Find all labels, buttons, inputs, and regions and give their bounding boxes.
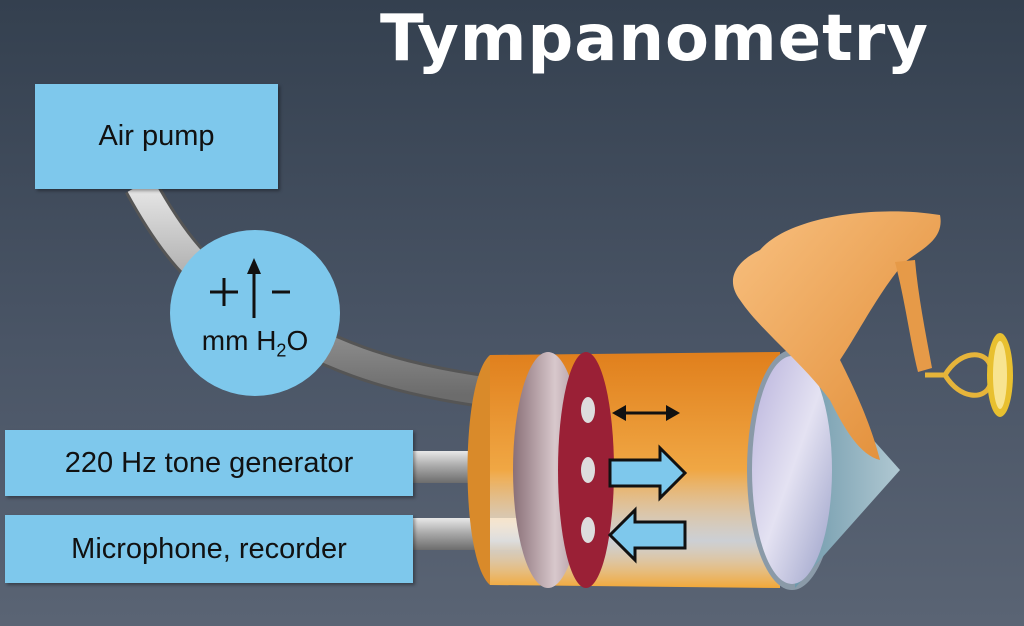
tone-generator-label: 220 Hz tone generator: [64, 446, 354, 479]
malleus-incus-bone: [732, 211, 941, 460]
plug-hole-air: [581, 397, 595, 423]
sound-out-arrow-icon: [608, 444, 688, 502]
plug-hole-mic: [581, 517, 595, 543]
tone-generator-box: 220 Hz tone generator: [5, 430, 413, 496]
stapes-footplate-inner: [993, 341, 1007, 409]
air-pump-box: Air pump: [35, 84, 278, 189]
page-title: Tympanometry: [380, 2, 929, 76]
tympanic-membrane: [752, 356, 832, 584]
microphone-box: Microphone, recorder: [5, 515, 413, 583]
double-arrow-icon: [612, 405, 680, 421]
probe-left-rim: [467, 355, 490, 585]
air-pump-label: Air pump: [98, 120, 215, 152]
microphone-label: Microphone, recorder: [71, 532, 347, 565]
plug-hole-tone: [581, 457, 595, 483]
incus-process: [895, 260, 932, 372]
pressure-arrow-icon: [247, 258, 261, 318]
sound-in-arrow-icon: [607, 506, 687, 564]
gauge-unit-label: mm H2O: [201, 325, 309, 361]
